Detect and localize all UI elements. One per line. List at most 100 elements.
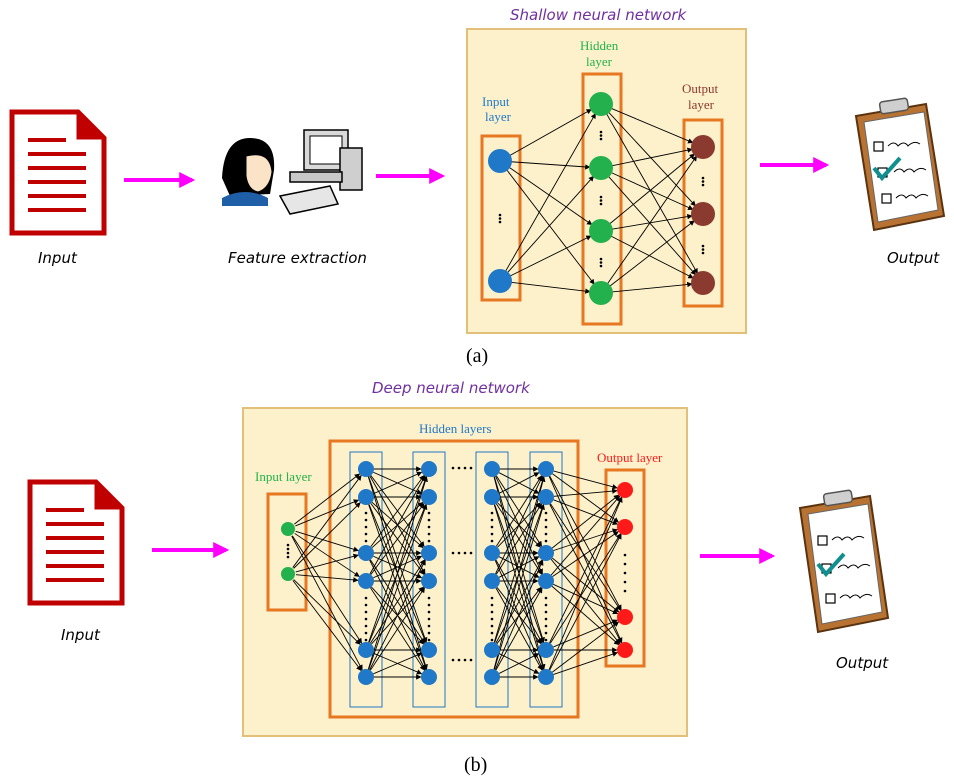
connection-edge xyxy=(505,113,596,272)
connection-edge xyxy=(509,235,592,277)
ellipsis-dots xyxy=(544,596,548,600)
output-node xyxy=(617,519,633,535)
connection-edge xyxy=(609,153,695,225)
hidden-node xyxy=(589,281,613,305)
ellipsis-dots xyxy=(427,610,431,614)
connection-edge xyxy=(292,580,362,672)
output-layer-label-a-2: layer xyxy=(688,97,715,112)
connection-edge xyxy=(611,281,693,293)
deep-network-nodes xyxy=(281,461,633,685)
ellipsis-dots xyxy=(364,525,368,529)
connection-edge xyxy=(550,495,621,576)
hidden-layer-box-4 xyxy=(529,451,563,708)
hidden-node xyxy=(589,92,613,116)
ellipsis-dots xyxy=(286,547,290,551)
connection-edge xyxy=(549,503,622,644)
hidden-node xyxy=(484,642,500,658)
connection-edge xyxy=(498,556,540,578)
ellipsis-dots xyxy=(451,658,455,662)
ellipsis-dots xyxy=(701,180,705,183)
clipboard-checklist-icon xyxy=(854,97,946,232)
ellipsis-dots xyxy=(427,511,431,515)
ellipsis-dots xyxy=(490,532,494,536)
ellipsis-dots xyxy=(544,624,548,628)
connection-edge xyxy=(292,474,362,568)
ellipsis-dots xyxy=(701,251,705,255)
input-layer-box-b xyxy=(266,492,308,612)
ellipsis-dots xyxy=(286,551,290,555)
connection-edge xyxy=(610,235,694,279)
connection-edge xyxy=(295,499,360,527)
ellipsis-dots xyxy=(599,264,603,268)
hidden-node xyxy=(358,573,374,589)
connection-edge xyxy=(495,475,543,574)
hidden-node xyxy=(484,489,500,505)
deep-network-connections xyxy=(291,466,623,680)
ellipsis-dots xyxy=(623,562,627,566)
ellipsis-dots xyxy=(469,658,473,662)
ellipsis-dots xyxy=(490,539,494,543)
connection-edge xyxy=(549,533,622,671)
caption-a: (a) xyxy=(466,345,488,367)
clipboard-checklist-icon xyxy=(798,489,890,634)
output-node xyxy=(617,642,633,658)
hidden-layers-label: Hidden layers xyxy=(419,421,492,436)
ellipsis-dots xyxy=(490,631,494,635)
document-icon xyxy=(27,479,125,606)
connection-edge xyxy=(611,147,693,167)
connection-edge xyxy=(551,585,620,646)
ellipsis-dots xyxy=(457,551,461,555)
connection-edge xyxy=(549,475,622,611)
feature-extraction-label: Feature extraction xyxy=(228,249,367,267)
ellipsis-dots xyxy=(701,244,705,248)
ellipsis-dots xyxy=(623,553,627,557)
output-label-a: Output xyxy=(887,249,940,267)
ellipsis-dots xyxy=(427,603,431,607)
connection-edge xyxy=(369,559,426,644)
ellipsis-dots xyxy=(490,617,494,621)
hidden-node xyxy=(358,545,374,561)
deep-network-title: Deep neural network xyxy=(372,379,531,397)
hidden-node xyxy=(484,545,500,561)
connection-edge xyxy=(506,169,595,285)
connection-edge xyxy=(370,587,425,671)
ellipsis-dots xyxy=(623,571,627,575)
ellipsis-dots xyxy=(463,658,467,662)
ellipsis-dots xyxy=(457,658,461,662)
connection-edge xyxy=(549,533,622,644)
ellipsis-dots xyxy=(427,539,431,543)
ellipsis-dots xyxy=(490,603,494,607)
connection-edge xyxy=(494,559,544,670)
ellipsis-dots xyxy=(544,610,548,614)
ellipsis-dots xyxy=(599,257,603,261)
ellipsis-dots xyxy=(544,518,548,522)
connection-edge xyxy=(368,504,428,670)
ellipsis-dots xyxy=(599,195,603,199)
hidden-node xyxy=(421,545,437,561)
input-node xyxy=(488,269,512,293)
ellipsis-dots xyxy=(364,603,368,607)
output-node xyxy=(691,202,715,226)
ellipsis-dots xyxy=(364,511,368,515)
hidden-node xyxy=(358,489,374,505)
ellipsis-dots xyxy=(490,610,494,614)
connection-edge xyxy=(294,533,360,577)
hidden-node xyxy=(538,545,554,561)
input-layer-box-a xyxy=(480,134,522,302)
ellipsis-dots xyxy=(469,551,473,555)
connection-edge xyxy=(610,172,694,210)
ellipsis-dots xyxy=(364,539,368,543)
ellipsis-dots xyxy=(469,466,473,470)
connection-edge xyxy=(293,502,361,569)
connection-edge xyxy=(369,559,426,671)
ellipsis-dots xyxy=(451,551,455,555)
output-layer-label-a: Output xyxy=(682,81,719,96)
ellipsis-dots xyxy=(544,511,548,515)
computer-icon xyxy=(278,129,363,215)
ellipsis-dots xyxy=(427,631,431,635)
output-node xyxy=(617,482,633,498)
connection-edge xyxy=(291,535,363,644)
connection-edge xyxy=(373,652,423,675)
ellipsis-dots xyxy=(427,532,431,536)
